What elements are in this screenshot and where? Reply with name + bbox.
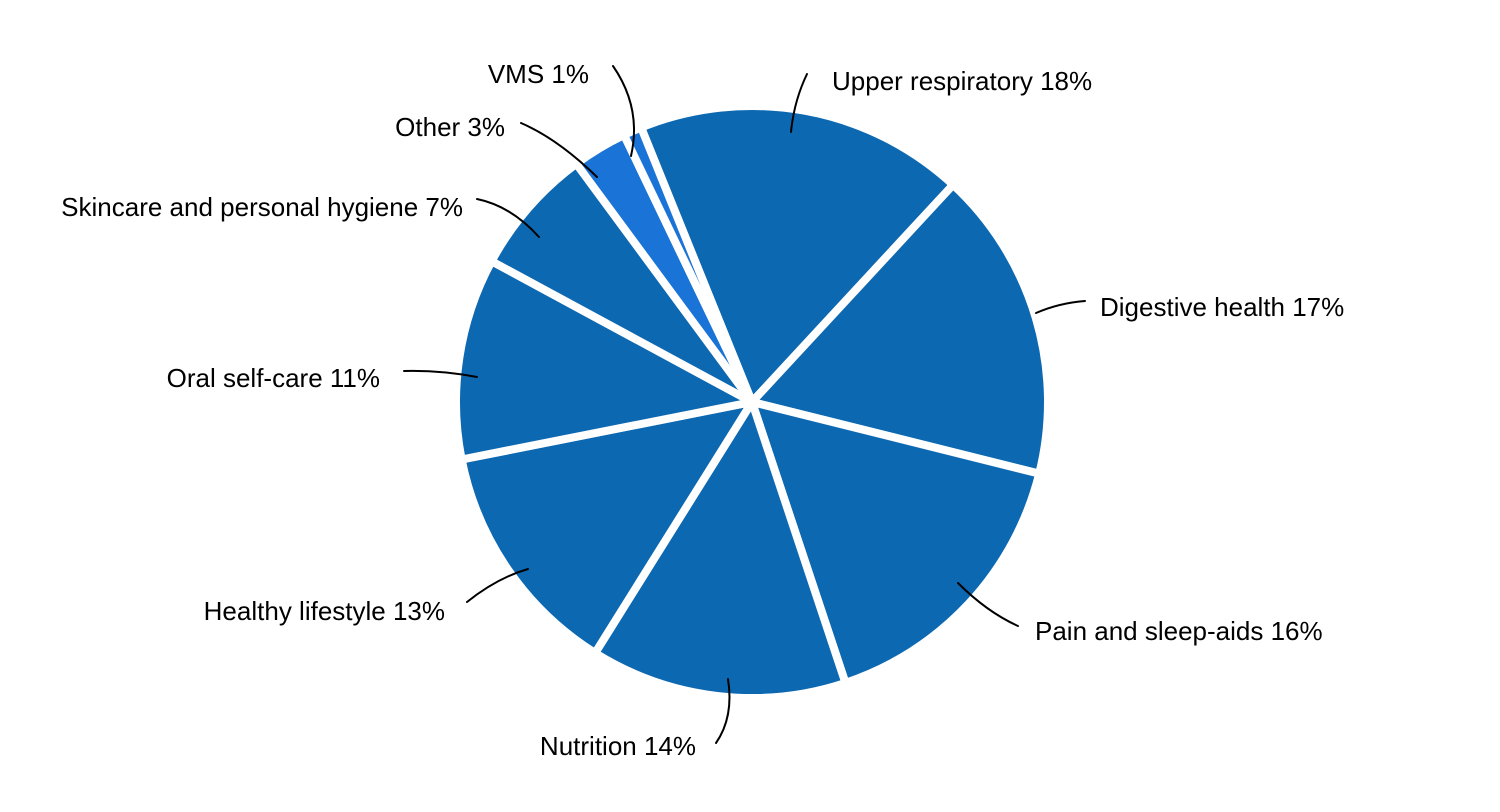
slice-label-other: Other 3%	[395, 112, 505, 142]
leader-line-pain-and-sleep-aids	[957, 582, 1019, 627]
pie-slice-vms	[620, 123, 756, 406]
leader-line-other	[520, 122, 598, 178]
slice-label-skincare-and-personal-hygiene: Skincare and personal hygiene 7%	[61, 192, 463, 222]
pie-slice-healthy-lifestyle	[457, 398, 756, 658]
leader-line-nutrition	[715, 678, 731, 744]
leader-line-skincare-and-personal-hygiene	[476, 198, 540, 238]
pie-slice-digestive-health	[748, 180, 1052, 478]
leader-line-digestive-health	[1035, 300, 1086, 314]
pie-slice-skincare-and-personal-hygiene	[487, 159, 756, 406]
slice-label-nutrition: Nutrition 14%	[540, 731, 696, 761]
pie-slice-upper-respiratory	[637, 102, 958, 406]
leader-line-vms	[612, 65, 635, 157]
slice-label-digestive-health: Digestive health 17%	[1100, 292, 1344, 322]
leader-line-healthy-lifestyle	[466, 568, 529, 603]
pie-slice-oral-self-care	[452, 257, 756, 464]
leader-line-upper-respiratory	[790, 73, 808, 133]
slice-label-pain-and-sleep-aids: Pain and sleep-aids 16%	[1035, 616, 1323, 646]
leader-line-oral-self-care	[403, 369, 478, 378]
slice-label-vms: VMS 1%	[488, 59, 589, 89]
slice-label-upper-respiratory: Upper respiratory 18%	[832, 66, 1092, 96]
pie-slice-nutrition	[591, 398, 850, 702]
slice-label-oral-self-care: Oral self-care 11%	[167, 363, 380, 393]
slice-label-healthy-lifestyle: Healthy lifestyle 13%	[204, 596, 445, 626]
